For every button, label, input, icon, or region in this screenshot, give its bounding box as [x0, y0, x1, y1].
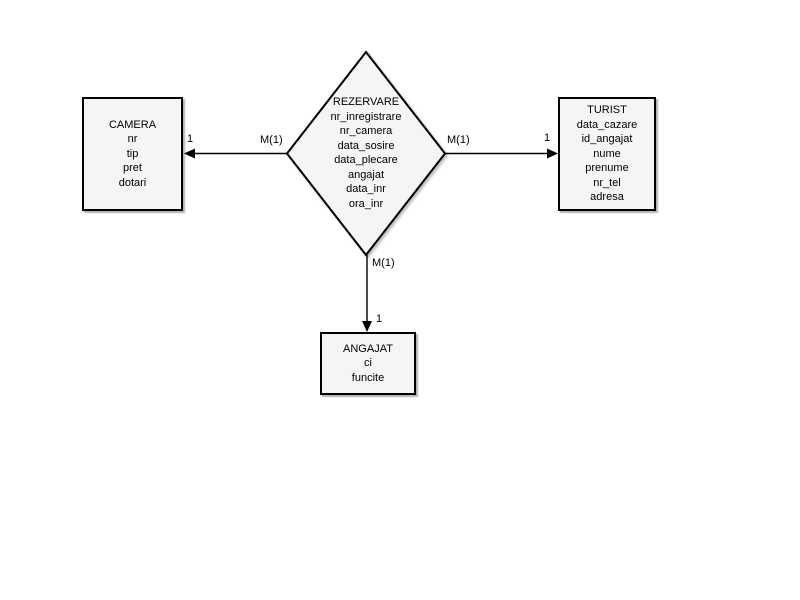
relationship-text-rezervare: REZERVARE nr_inregistrare nr_camera data… [287, 95, 445, 211]
entity-attribute: dotari [118, 176, 147, 189]
entity-attribute: nume [593, 147, 621, 160]
connector-rezervare-camera[interactable] [184, 148, 287, 159]
entity-attribute: adresa [590, 191, 624, 204]
connector-rezervare-turist[interactable] [445, 148, 558, 159]
cardinality-camera-entity: 1 [187, 133, 194, 145]
entity-attribute: nr [127, 133, 138, 146]
entity-title: ANGAJAT [343, 342, 393, 355]
relationship-attribute: data_sosire [337, 139, 395, 152]
entity-box-turist[interactable]: TURIST data_cazare id_angajat nume prenu… [558, 97, 656, 211]
cardinality-camera-diamond: M(1) [260, 134, 283, 146]
cardinality-angajat-diamond: M(1) [372, 257, 395, 269]
relationship-attribute: ora_inr [348, 197, 384, 210]
entity-attribute: prenume [585, 162, 629, 175]
connector-rezervare-angajat[interactable] [362, 255, 372, 332]
cardinality-angajat-entity: 1 [376, 313, 383, 325]
entity-attribute: data_cazare [576, 118, 638, 131]
entity-box-angajat[interactable]: ANGAJAT ci funcite [320, 332, 416, 395]
relationship-attribute: angajat [347, 168, 385, 181]
entity-attribute: nr_tel [593, 176, 621, 189]
arrowhead-to-angajat-icon [362, 321, 372, 332]
arrowhead-to-camera-icon [184, 148, 195, 159]
relationship-title: REZERVARE [332, 96, 400, 108]
relationship-attribute: data_inr [346, 183, 386, 195]
relationship-attribute: nr_camera [339, 125, 393, 137]
entity-attribute: ci [364, 357, 372, 370]
cardinality-turist-entity: 1 [544, 132, 551, 144]
relationship-attribute: nr_inregistrare [330, 110, 402, 123]
cardinality-turist-diamond: M(1) [447, 134, 470, 146]
entity-attribute: pret [123, 162, 142, 175]
entity-attribute: tip [126, 147, 139, 160]
entity-attribute: id_angajat [581, 133, 633, 146]
entity-title: CAMERA [108, 118, 157, 131]
entity-title: TURIST [587, 104, 627, 117]
relationship-diamond-rezervare[interactable] [285, 50, 447, 257]
entity-attribute: funcite [351, 371, 385, 384]
entity-box-camera[interactable]: CAMERA nr tip pret dotari [82, 97, 183, 211]
relationship-attribute: data_plecare [334, 154, 398, 166]
arrowhead-to-turist-icon [547, 148, 558, 159]
